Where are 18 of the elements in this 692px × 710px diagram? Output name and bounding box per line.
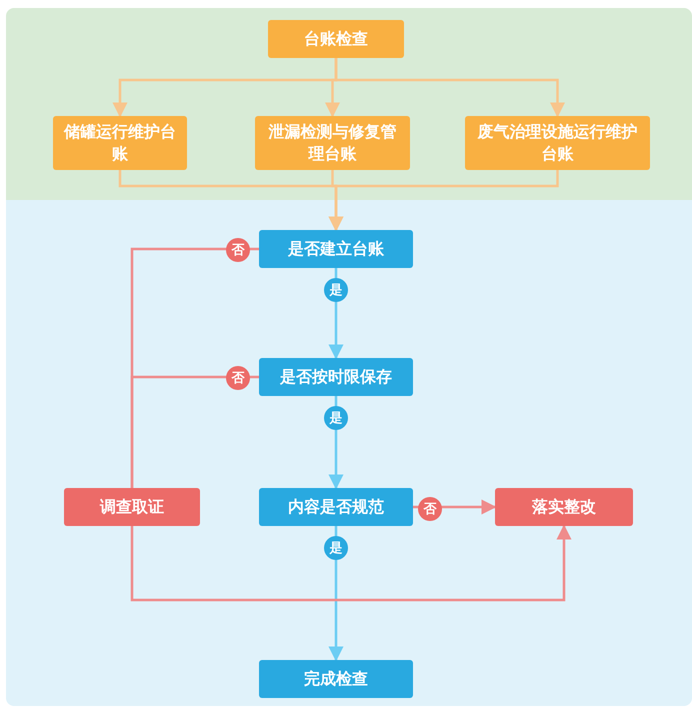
process-box: 是否按时限保存 [259,358,413,396]
connector-line [130,376,259,488]
arrow [413,500,496,514]
process-box: 完成检查 [259,660,413,698]
process-box: 落实整改 [495,488,633,526]
arrow [130,524,572,602]
process-box: 内容是否规范 [259,488,413,526]
process-box: 泄漏检测与修复管理台账 [255,116,410,170]
process-box: 是否建立台账 [259,230,413,268]
arrow [328,526,344,662]
background-band [6,200,692,706]
arrow [328,170,559,232]
process-box: 储罐运行维护台账 [53,116,187,170]
arrow [334,58,565,118]
process-box: 废气治理设施运行维护台账 [465,116,650,170]
process-box: 调查取证 [64,488,200,526]
background-band [6,8,692,200]
process-box: 台账检查 [268,20,404,58]
